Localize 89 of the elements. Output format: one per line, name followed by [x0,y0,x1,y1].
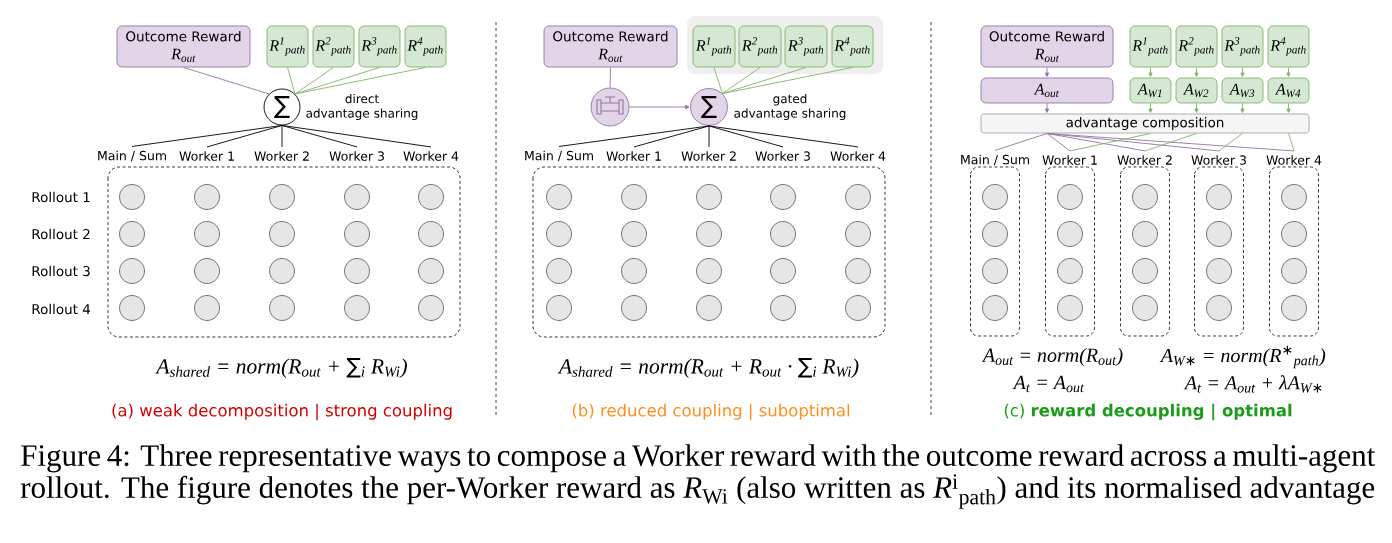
connector-line [633,125,710,148]
arrow [1044,67,1050,77]
column-label: Worker 3 [1191,155,1246,165]
arrow [1286,103,1291,113]
node-caption: gated advantage sharing [734,93,846,121]
figure-caption: Figure 4: Three representative ways to compose a Worker reward with the outcome reward across a multi-agent rollout. The figure denotes the per-Worker reward as R$_{Wi}$ (also written as R$^{i}$$_{path}$) and its normalised advantage [20,444,1376,509]
connector-line [281,125,432,148]
column-label: Main / Sum [525,150,593,162]
column-label: Main / Sum [98,150,166,162]
connector-line [708,125,859,148]
arrow [629,104,690,110]
column-label: Worker 2 [681,151,736,161]
column-label: Worker 4 [1266,155,1322,165]
arrow [1194,67,1199,77]
connector-line [609,67,611,88]
connector-line [294,67,334,95]
reward-box: Outcome Reward R$_{out}$ [116,25,251,68]
reward-box: R$^{4}$path [1267,25,1310,68]
arrow [1286,67,1291,77]
gate-circle [590,87,630,127]
formula: A$_{t}$ = A$_{out}$ + λA$_{W∗}$ [1183,375,1322,393]
reward-box: R$^{2}$path [312,25,355,68]
arrow [1240,103,1245,113]
column-label: Worker 3 [755,151,810,161]
formula: A$_{W∗}$ = norm(R$^{∗}$$_{path}$) [1159,345,1326,369]
connector-line [281,125,358,148]
column-label: Worker 2 [254,151,309,161]
formula: A$_{t}$ = A$_{out}$ [1012,375,1085,393]
connector-line [1218,133,1243,152]
reward-box: R$^{4}$path [831,25,874,68]
formula: A$_{shared}$ = norm(R$_{out}$ + R$_{out}$ · ∑$_{i}$ R$_{Wi}$) [557,357,859,378]
column-label: Main / Sum [961,154,1029,166]
reward-box: R$^{3}$path [1221,25,1264,68]
panel-caption: (c) reward decoupling | optimal [1004,403,1292,421]
reward-box: R$^{4}$path [404,25,447,68]
reward-box: R$^{2}$path [1175,25,1218,68]
reward-box: R$^{1}$path [1129,25,1172,68]
row-label: Rollout 1 [32,191,90,203]
connector-line [294,67,380,95]
connector-line [1144,133,1197,152]
column-label: Worker 1 [606,151,661,161]
connector-line [721,67,761,95]
row-label: Rollout 3 [32,265,90,277]
formula: A$_{out}$ = norm(R$_{out}$) [981,347,1123,367]
connector-line [1069,133,1151,152]
row-label: Rollout 2 [32,228,90,240]
connector-line [558,125,710,147]
column-label: Worker 4 [403,151,459,161]
panel-caption: (b) reduced coupling | suboptimal [572,403,850,421]
column-label: Worker 1 [1042,155,1097,165]
connector-line [994,133,1048,151]
reward-box: Outcome Reward R$_{out}$ [980,25,1114,68]
connector-line [1046,133,1146,152]
connector-line [206,125,283,148]
connector-line [713,67,723,95]
connector-line [294,67,426,95]
composition-bar: advantage composition [980,113,1310,134]
connector-line [287,67,296,95]
reward-box: R$^{1}$path [266,25,309,68]
advantage-box: A$_{W1}$ [1129,77,1172,104]
connector-line [721,67,853,95]
node-caption: direct advantage sharing [306,93,418,121]
advantage-box: A$_{out}$ [980,77,1114,104]
connector-line [1046,133,1295,152]
arrow [1148,103,1153,113]
reward-box: R$^{3}$path [784,25,828,68]
reward-box: Outcome Reward R$_{out}$ [543,25,678,68]
reward-box: R$^{2}$path [738,25,782,68]
panel-caption: (a) weak decomposition | strong coupling [112,403,452,421]
advantage-box: A$_{W2}$ [1175,77,1218,104]
reward-box: R$^{1}$path [692,25,736,68]
connector-line [183,67,270,95]
reward-box: R$^{3}$path [358,25,401,68]
connector-line [1046,133,1071,152]
column-label: Worker 2 [1117,155,1172,165]
arrow [1148,67,1153,77]
advantage-box: A$_{W3}$ [1221,77,1264,104]
connector-line [708,125,710,148]
arrow [1044,103,1050,113]
advantage-box: A$_{W4}$ [1267,77,1310,104]
row-label: Rollout 4 [32,303,91,315]
connector-line [1288,133,1295,152]
arrow [1240,67,1245,77]
arrow [1194,103,1199,113]
column-label: Worker 4 [830,151,886,161]
column-label: Worker 3 [329,151,384,161]
column-label: Worker 1 [179,151,234,161]
connector-line [281,125,283,148]
formula: A$_{shared}$ = norm(R$_{out}$ + ∑$_{i}$ R$_{Wi}$) [155,357,407,378]
